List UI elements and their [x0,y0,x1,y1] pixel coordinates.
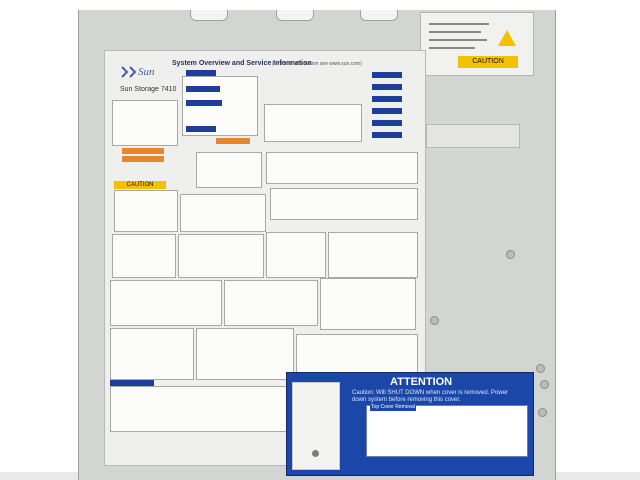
cover-notch-left [190,10,228,21]
callout-tag [372,72,402,78]
printed-text-line [429,47,475,49]
caution-banner: CAUTION [114,181,166,189]
diagram-panel [110,280,222,326]
callout-tag [216,138,250,144]
diagram-panel [266,152,418,184]
screw [536,364,545,373]
printed-text-line [429,23,489,25]
cover-notch-right [360,10,398,21]
sun-logo-icon [121,66,137,78]
cover-latch-hole [312,450,319,457]
diagram-panel [114,190,178,232]
diagram-panel [270,188,418,220]
callout-tag [186,100,222,106]
attention-instruction-panel [366,405,528,457]
product-name: Sun Storage 7410 [120,86,177,93]
diagram-panel [112,100,178,146]
diagram-panel [196,328,294,380]
service-heading: System Overview and Service Information [172,60,312,67]
caution-tag: CAUTION [458,56,518,68]
diagram-panel [110,328,194,380]
screw [538,408,547,417]
service-subheading: (for more information see www.sun.com) [272,61,362,67]
callout-tag [372,132,402,138]
attention-body: Caution: Will SHUT DOWN when cover is re… [352,390,508,403]
diagram-panel [296,334,418,376]
attention-step-tag: Top Cover Removal [370,404,416,411]
callout-tag [372,120,402,126]
brand-logo-text: Sun [138,66,155,78]
diagram-panel [110,386,288,432]
printed-text-line [429,31,481,33]
screw [540,380,549,389]
diagram-panel [328,232,418,278]
callout-tag [186,126,216,132]
callout-tag [186,70,216,76]
diagram-panel [320,278,416,330]
callout-tag [372,108,402,114]
callout-tag [110,380,154,386]
callout-tag [122,148,164,154]
callout-tag [186,86,220,92]
warning-triangle-icon [498,30,516,46]
diagram-panel [196,152,262,188]
serial-label [426,124,520,148]
diagram-panel [224,280,318,326]
screw [430,316,439,325]
cover-notch-middle [276,10,314,21]
attention-title: ATTENTION [390,376,453,388]
diagram-panel [178,234,264,278]
callout-tag [122,156,164,162]
chassis-illustration [264,104,362,142]
diagram-panel [112,234,176,278]
printed-text-line [429,39,487,41]
diagram-panel [180,194,266,232]
callout-tag [372,96,402,102]
screw [506,250,515,259]
diagram-panel [266,232,326,278]
callout-tag [372,84,402,90]
